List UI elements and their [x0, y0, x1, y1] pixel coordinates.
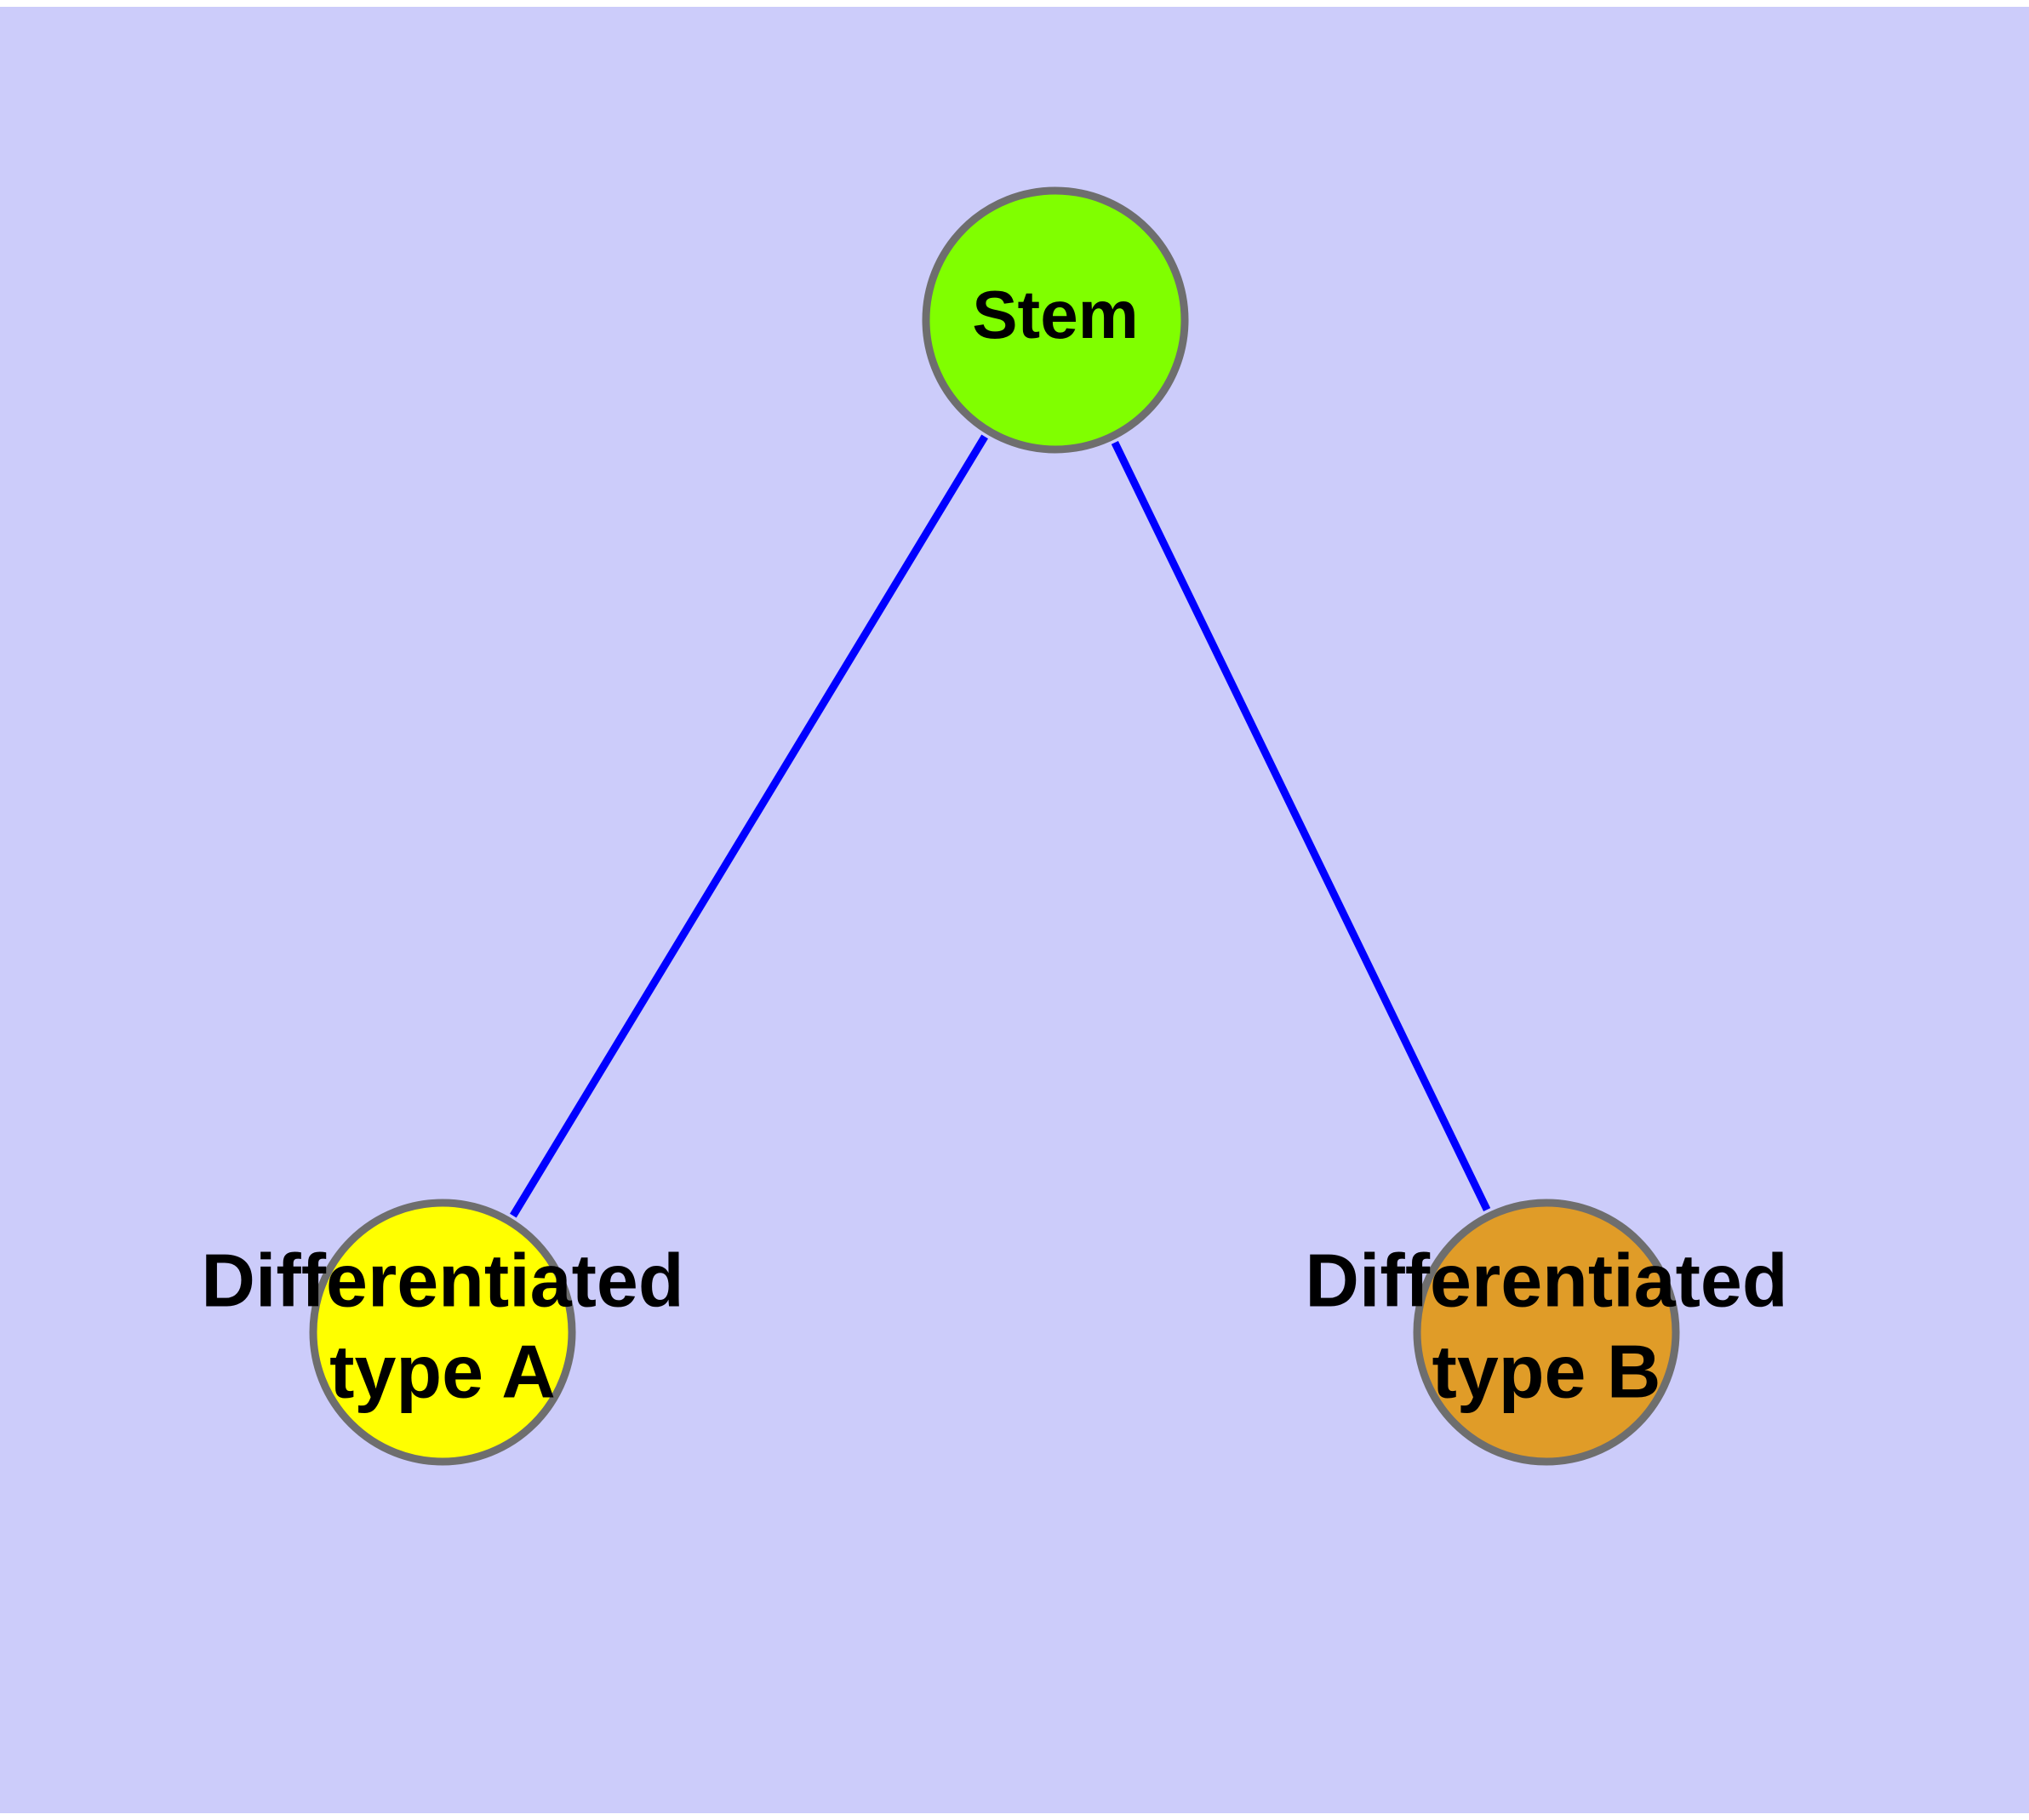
node-label-line: Stem: [972, 277, 1139, 352]
edges-layer: [510, 434, 1491, 1218]
node-label-stem: Stem: [972, 277, 1139, 352]
nodes-layer: [309, 186, 1680, 1466]
node-label-line: type A: [329, 1330, 556, 1414]
node-diff-b[interactable]: [1413, 1199, 1680, 1466]
edge-stem-diff-a[interactable]: [510, 434, 988, 1218]
node-label-line: type B: [1432, 1330, 1661, 1414]
node-label-line: Differentiated: [1305, 1239, 1787, 1323]
node-stem[interactable]: [922, 186, 1189, 454]
node-diff-a[interactable]: [309, 1199, 576, 1466]
edge-stem-diff-b[interactable]: [1111, 440, 1491, 1212]
node-label-line: Differentiated: [201, 1239, 683, 1323]
